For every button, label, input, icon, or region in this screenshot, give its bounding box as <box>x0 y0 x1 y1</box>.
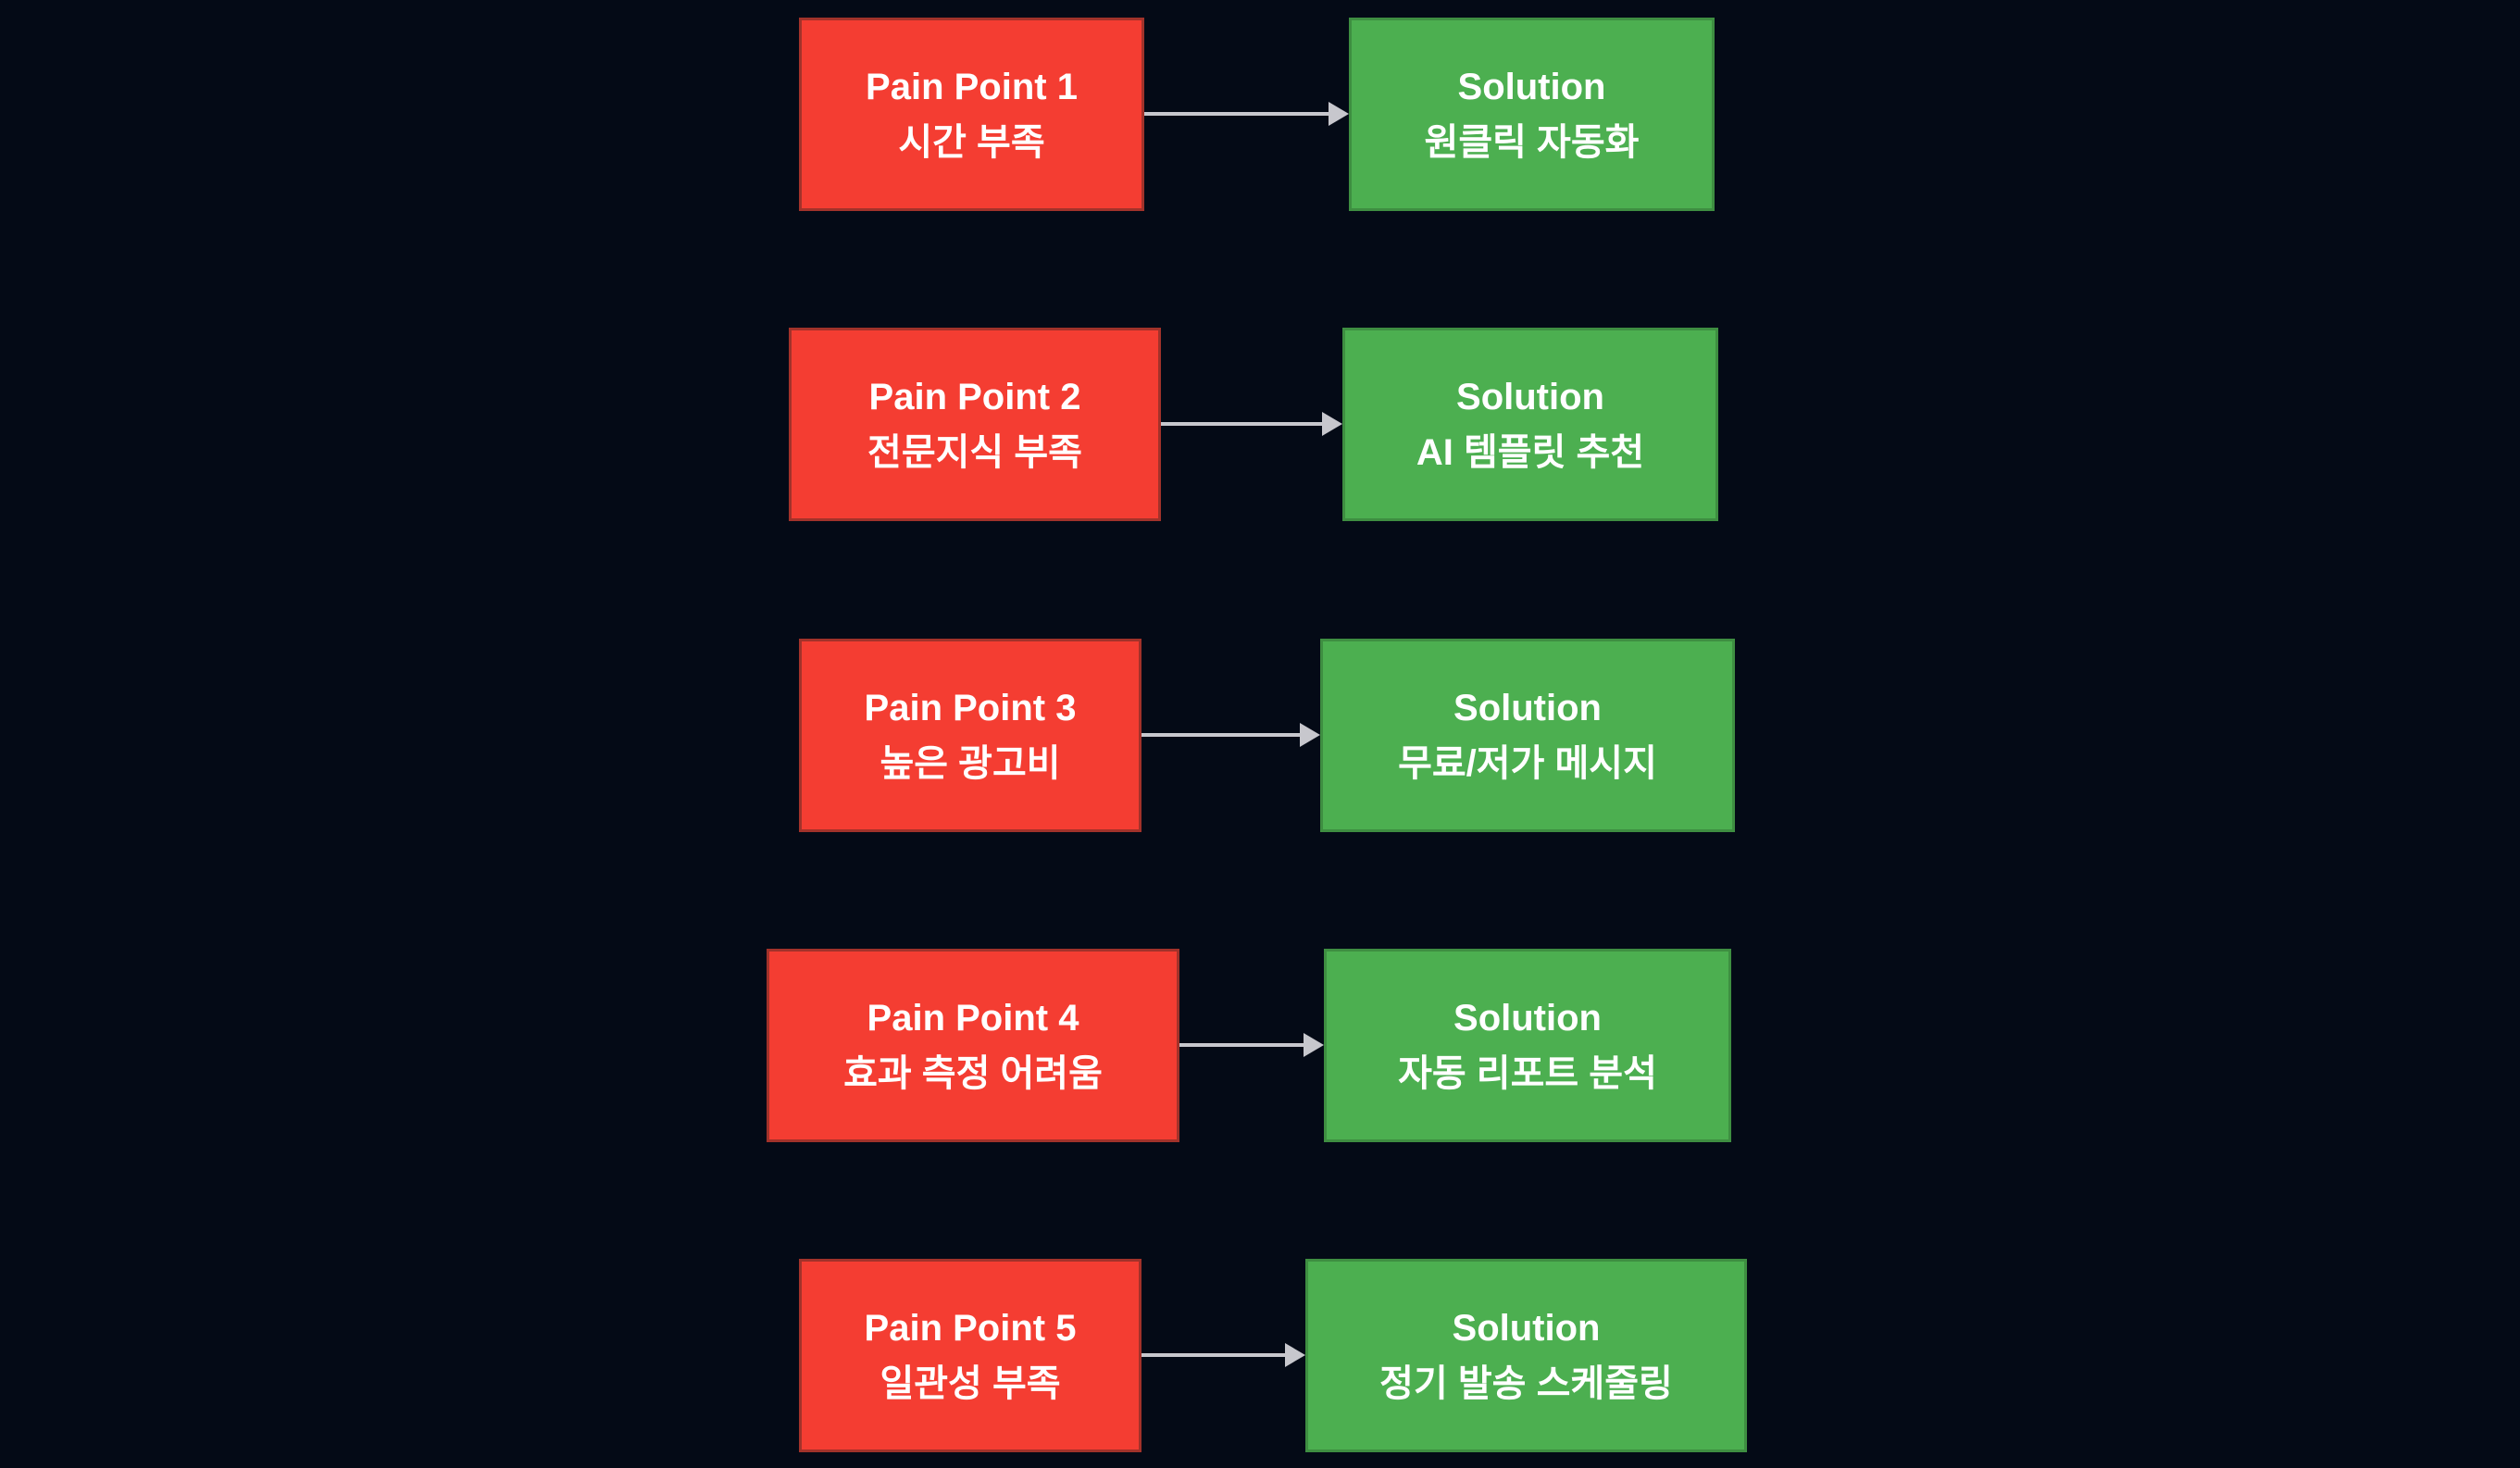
pain-title: Pain Point 1 <box>866 66 1078 107</box>
arrowhead-icon <box>1285 1343 1305 1367</box>
pain-subtitle: 높은 광고비 <box>880 742 1061 784</box>
pain-point-node-3: Pain Point 3 높은 광고비 <box>799 639 1141 832</box>
arrow-line <box>1141 1353 1285 1357</box>
arrow-line <box>1179 1043 1304 1047</box>
solution-node-1: Solution 원클릭 자동화 <box>1349 18 1715 211</box>
solution-node-2: Solution AI 템플릿 추천 <box>1342 328 1718 521</box>
pain-subtitle: 일관성 부족 <box>880 1362 1061 1404</box>
pain-title: Pain Point 5 <box>864 1307 1077 1349</box>
solution-subtitle: AI 템플릿 추천 <box>1416 431 1645 473</box>
pain-point-node-4: Pain Point 4 효과 측정 어려움 <box>767 949 1179 1142</box>
solution-title: Solution <box>1453 997 1602 1039</box>
pain-title: Pain Point 2 <box>868 376 1081 417</box>
pain-point-node-5: Pain Point 5 일관성 부족 <box>799 1259 1141 1452</box>
arrow-connector-2 <box>1161 412 1342 436</box>
solution-subtitle: 정기 발송 스케줄링 <box>1379 1362 1673 1404</box>
arrowhead-icon <box>1322 412 1342 436</box>
pain-point-node-2: Pain Point 2 전문지식 부족 <box>789 328 1161 521</box>
pain-subtitle: 시간 부족 <box>898 121 1045 163</box>
arrow-line <box>1141 733 1300 737</box>
arrow-connector-5 <box>1141 1343 1305 1367</box>
arrow-connector-3 <box>1141 723 1320 747</box>
arrow-connector-4 <box>1179 1033 1324 1057</box>
arrowhead-icon <box>1300 723 1320 747</box>
solution-subtitle: 원클릭 자동화 <box>1424 121 1640 163</box>
pain-title: Pain Point 4 <box>867 997 1079 1039</box>
arrowhead-icon <box>1304 1033 1324 1057</box>
arrow-line <box>1161 422 1322 426</box>
pain-title: Pain Point 3 <box>864 687 1077 728</box>
pain-point-node-1: Pain Point 1 시간 부족 <box>799 18 1144 211</box>
arrow-line <box>1144 112 1329 116</box>
solution-title: Solution <box>1457 66 1606 107</box>
pain-subtitle: 효과 측정 어려움 <box>843 1052 1103 1094</box>
solution-title: Solution <box>1456 376 1604 417</box>
solution-title: Solution <box>1452 1307 1601 1349</box>
solution-node-5: Solution 정기 발송 스케줄링 <box>1305 1259 1747 1452</box>
solution-subtitle: 자동 리포트 분석 <box>1398 1052 1657 1094</box>
arrow-connector-1 <box>1144 102 1349 126</box>
solution-subtitle: 무료/저가 메시지 <box>1398 742 1657 784</box>
solution-node-3: Solution 무료/저가 메시지 <box>1320 639 1735 832</box>
pain-subtitle: 전문지식 부족 <box>867 431 1082 473</box>
solution-title: Solution <box>1453 687 1602 728</box>
arrowhead-icon <box>1329 102 1349 126</box>
solution-node-4: Solution 자동 리포트 분석 <box>1324 949 1731 1142</box>
